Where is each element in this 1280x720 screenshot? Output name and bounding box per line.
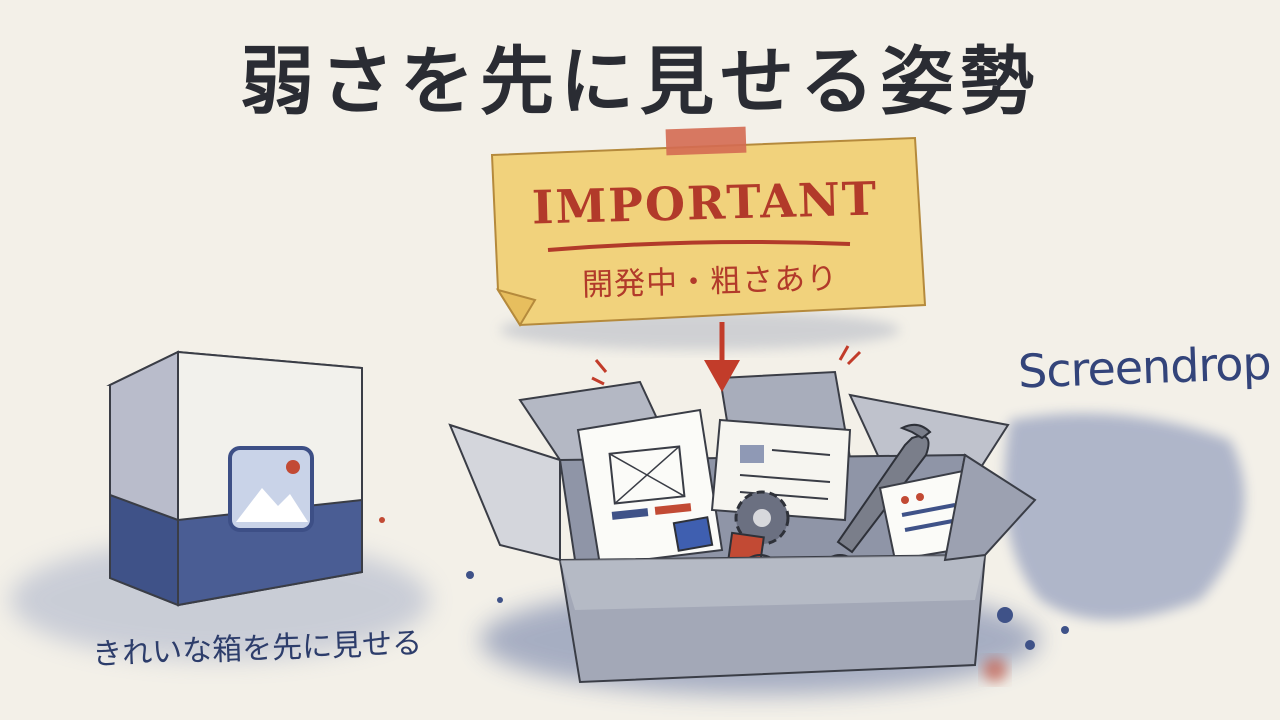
brand-wordmark: Screendrop [1017, 335, 1272, 399]
document-icon [710, 418, 852, 522]
open-rough-box [448, 370, 1037, 684]
page-title: 弱さを先に見せる姿勢 [240, 39, 1040, 125]
paint-splatters [379, 517, 1069, 682]
image-icon [228, 446, 314, 532]
gear-icon [734, 490, 790, 546]
important-note [490, 126, 927, 327]
arrow-down-icon [591, 322, 862, 392]
clean-product-box [106, 350, 363, 607]
note-title: IMPORTANT [531, 171, 879, 235]
